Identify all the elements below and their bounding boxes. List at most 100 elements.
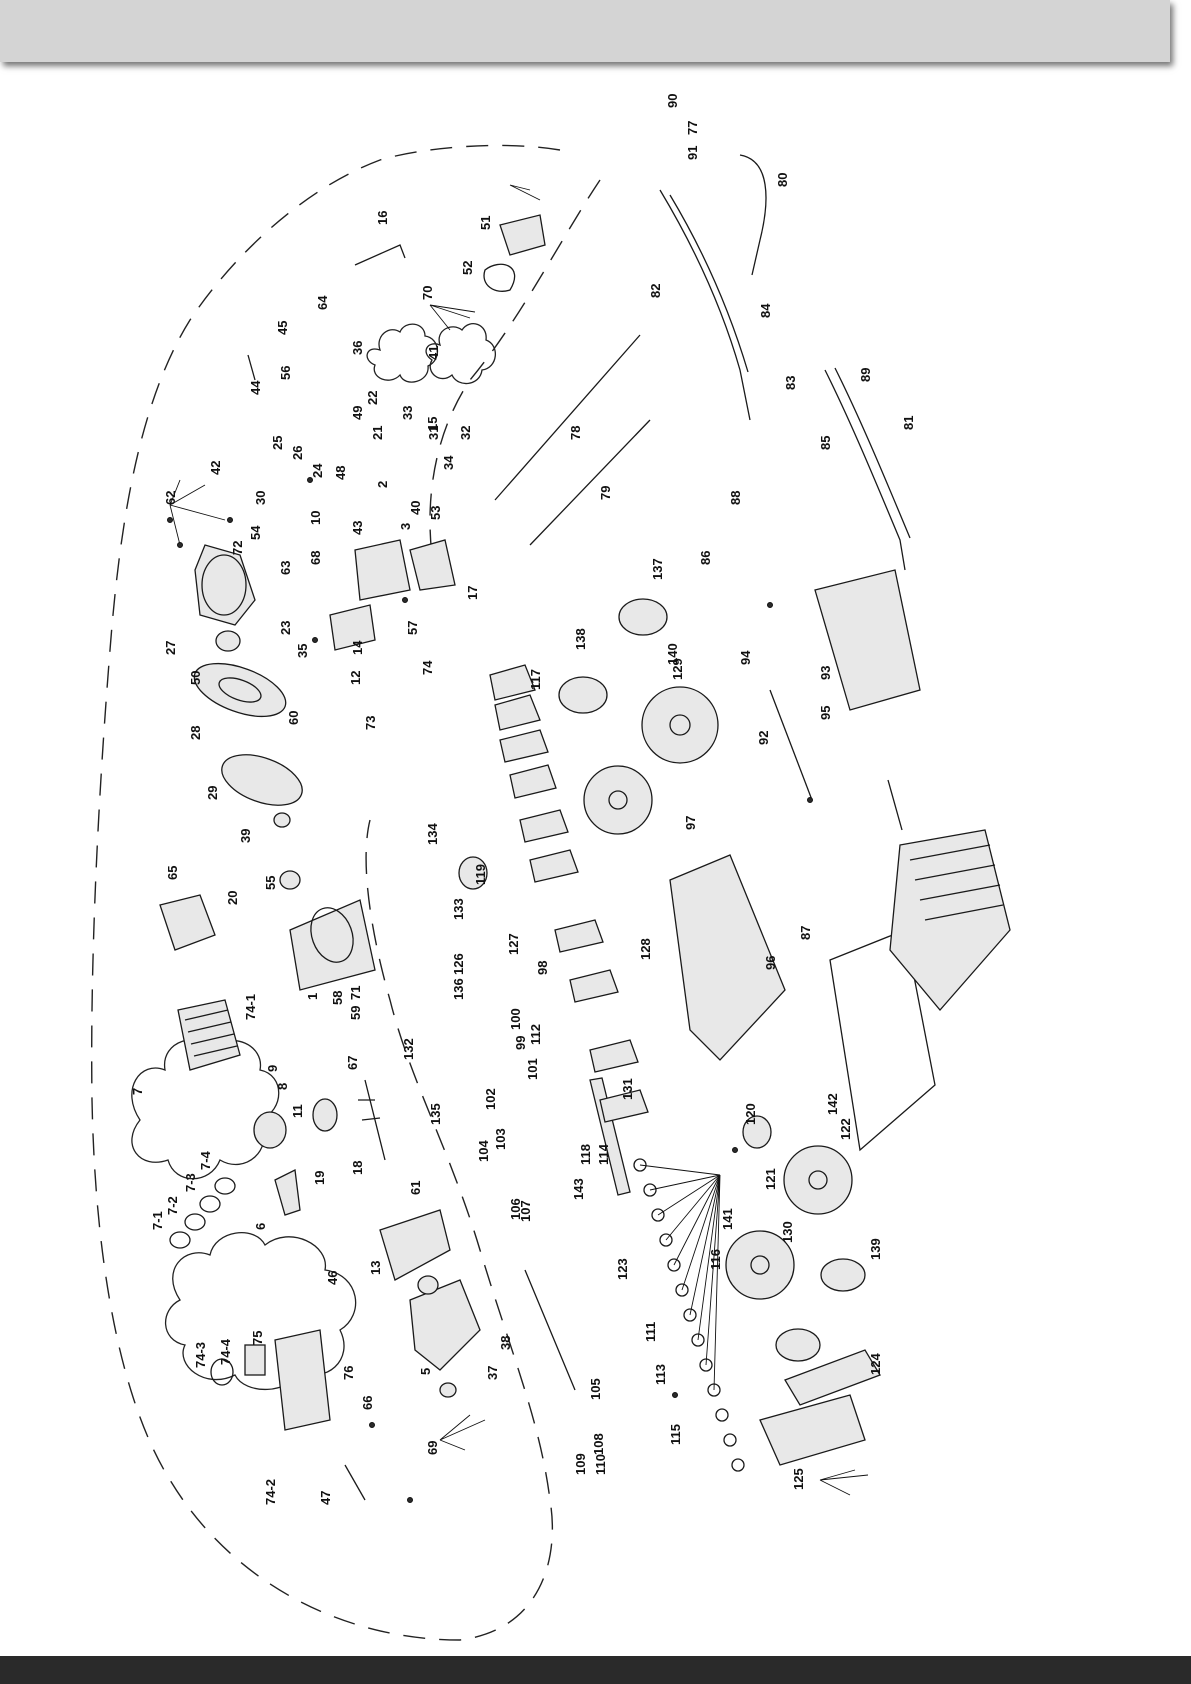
part-label-100: 100 <box>508 1008 523 1030</box>
part-label-69: 69 <box>425 1441 440 1455</box>
part-label-8: 8 <box>275 1083 290 1090</box>
part-label-71: 71 <box>348 986 363 1000</box>
part-label-141: 141 <box>720 1208 735 1230</box>
part-label-77: 77 <box>685 121 700 135</box>
part-label-74-2: 74-2 <box>263 1479 278 1505</box>
part-label-81: 81 <box>901 416 916 430</box>
hub-cover-133c <box>820 1258 866 1292</box>
part-label-83: 83 <box>783 376 798 390</box>
part-label-118: 118 <box>578 1144 593 1165</box>
flywheel-28 <box>193 662 287 718</box>
part-label-54: 54 <box>248 525 263 540</box>
part-label-101: 101 <box>525 1058 540 1080</box>
part-label-131: 131 <box>620 1078 635 1100</box>
part-label-74: 74 <box>420 660 435 675</box>
part-label-12: 12 <box>348 671 363 685</box>
part-label-73: 73 <box>363 716 378 730</box>
part-label-7-1: 7-1 <box>150 1211 165 1230</box>
impeller-117 <box>742 1115 772 1149</box>
part-label-34: 34 <box>441 455 456 470</box>
part-label-110: 110 <box>593 1454 608 1475</box>
part-label-30: 30 <box>253 491 268 505</box>
part-label-3: 3 <box>398 523 413 530</box>
leader-lines <box>169 184 869 1496</box>
part-label-48: 48 <box>333 466 348 480</box>
part-label-28: 28 <box>188 726 203 740</box>
part-label-112: 112 <box>528 1024 543 1045</box>
hub-cover-133a <box>618 598 668 636</box>
wheel-134a <box>641 686 719 764</box>
part-label-96: 96 <box>763 956 778 970</box>
part-label-106: 106 <box>508 1198 523 1220</box>
housing-94 <box>669 854 786 1061</box>
ring-7-1 <box>169 1231 191 1249</box>
part-label-104: 104 <box>476 1140 491 1162</box>
part-label-126: 126 <box>451 953 466 975</box>
part-label-63: 63 <box>278 561 293 575</box>
part-label-61: 61 <box>408 1181 423 1195</box>
part-label-5: 5 <box>418 1368 433 1375</box>
part-label-74-4: 74-4 <box>218 1338 233 1365</box>
part-label-111: 111 <box>643 1322 658 1342</box>
part-label-122: 122 <box>838 1118 853 1140</box>
part-label-116: 116 <box>708 1249 723 1270</box>
part-label-113: 113 <box>653 1364 668 1385</box>
gear-19 <box>312 1098 338 1132</box>
fuel-cap-51 <box>499 214 546 256</box>
part-label-102: 102 <box>483 1088 498 1110</box>
part-label-134: 134 <box>425 823 440 845</box>
gasket-cloud-41 <box>425 323 496 385</box>
part-label-107: 107 <box>518 1200 533 1222</box>
part-label-53: 53 <box>428 506 443 520</box>
piston-ring-cloud <box>131 1039 280 1180</box>
part-label-139: 139 <box>868 1238 883 1260</box>
part-label-133: 133 <box>451 898 466 920</box>
bolt-group-113 <box>633 1158 745 1472</box>
seal-55 <box>279 870 301 890</box>
gasket-13 <box>379 1209 451 1281</box>
belt-cover-122 <box>759 1394 866 1466</box>
impeller-116 <box>458 856 488 890</box>
part-label-14: 14 <box>350 640 365 655</box>
part-label-20: 20 <box>225 891 240 905</box>
part-label-137: 137 <box>650 558 665 580</box>
rod-90 <box>769 689 813 801</box>
part-label-19: 19 <box>312 1171 327 1185</box>
part-label-135: 135 <box>428 1103 443 1125</box>
part-label-35: 35 <box>295 644 310 658</box>
wheel-134c <box>783 1145 853 1215</box>
part-label-98: 98 <box>535 961 550 975</box>
part-label-87: 87 <box>798 926 813 940</box>
part-label-90: 90 <box>665 94 680 108</box>
carburetor-43 <box>354 539 411 601</box>
part-label-7-2: 7-2 <box>165 1196 180 1215</box>
part-label-36: 36 <box>350 341 365 355</box>
part-label-29: 29 <box>205 786 220 800</box>
part-label-56: 56 <box>278 366 293 380</box>
seal-55b <box>417 1275 439 1295</box>
part-label-129: 129 <box>670 658 685 680</box>
part-label-78: 78 <box>568 426 583 440</box>
part-label-95: 95 <box>818 706 833 720</box>
part-label-7-4: 7-4 <box>198 1150 213 1170</box>
lever-16 <box>354 244 406 266</box>
part-label-93: 93 <box>818 666 833 680</box>
part-label-7-3: 7-3 <box>183 1173 198 1192</box>
engine-group-boundary <box>90 144 561 1641</box>
part-label-74-1: 74-1 <box>243 994 258 1020</box>
part-label-79: 79 <box>598 486 613 500</box>
part-label-45: 45 <box>275 321 290 335</box>
part-label-76: 76 <box>341 1366 356 1380</box>
part-label-16: 16 <box>375 211 390 225</box>
part-label-2: 2 <box>375 481 390 488</box>
pipe-44 <box>247 354 256 381</box>
part-label-142: 142 <box>825 1093 840 1115</box>
connecting-rod-6 <box>274 1169 301 1216</box>
gasket-14 <box>329 604 376 651</box>
part-label-75: 75 <box>250 1331 265 1345</box>
part-label-88: 88 <box>728 491 743 505</box>
hub-cover-133b <box>558 676 608 714</box>
part-label-64: 64 <box>315 295 330 310</box>
part-label-65: 65 <box>165 866 180 880</box>
